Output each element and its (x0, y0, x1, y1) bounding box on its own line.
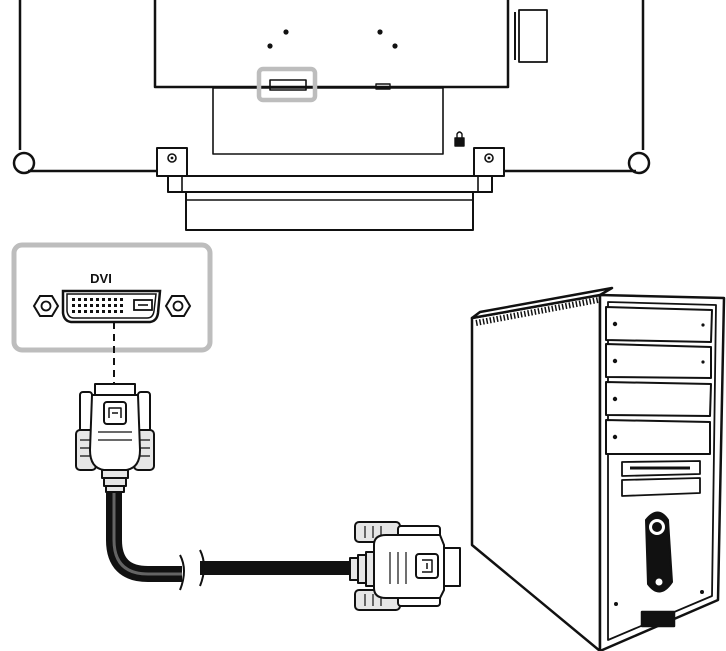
dvi-port-callout: DVI (11, 242, 213, 388)
dvi-plug-icon-horizontal (349, 521, 461, 611)
dvi-port-highlight-box (11, 242, 213, 353)
cable-break-mark-right (199, 549, 205, 587)
power-button (645, 511, 673, 593)
dvi-port-label: DVI (90, 271, 112, 286)
cable-break-mark-left (179, 554, 185, 591)
front-vent (640, 610, 676, 628)
desktop-tower-icon (470, 286, 726, 651)
monitor-rear-view (12, 0, 651, 231)
kensington-lock-icon (454, 131, 465, 147)
drive-bays (605, 306, 713, 455)
dvi-port-icon (32, 289, 192, 324)
floppy-drive (621, 460, 701, 497)
dvi-cable (106, 490, 352, 591)
mount-holes (267, 29, 398, 49)
drive-bay-buttons (612, 321, 705, 440)
monitor-port-highlight (256, 66, 318, 103)
dvi-plug-icon (75, 383, 155, 493)
